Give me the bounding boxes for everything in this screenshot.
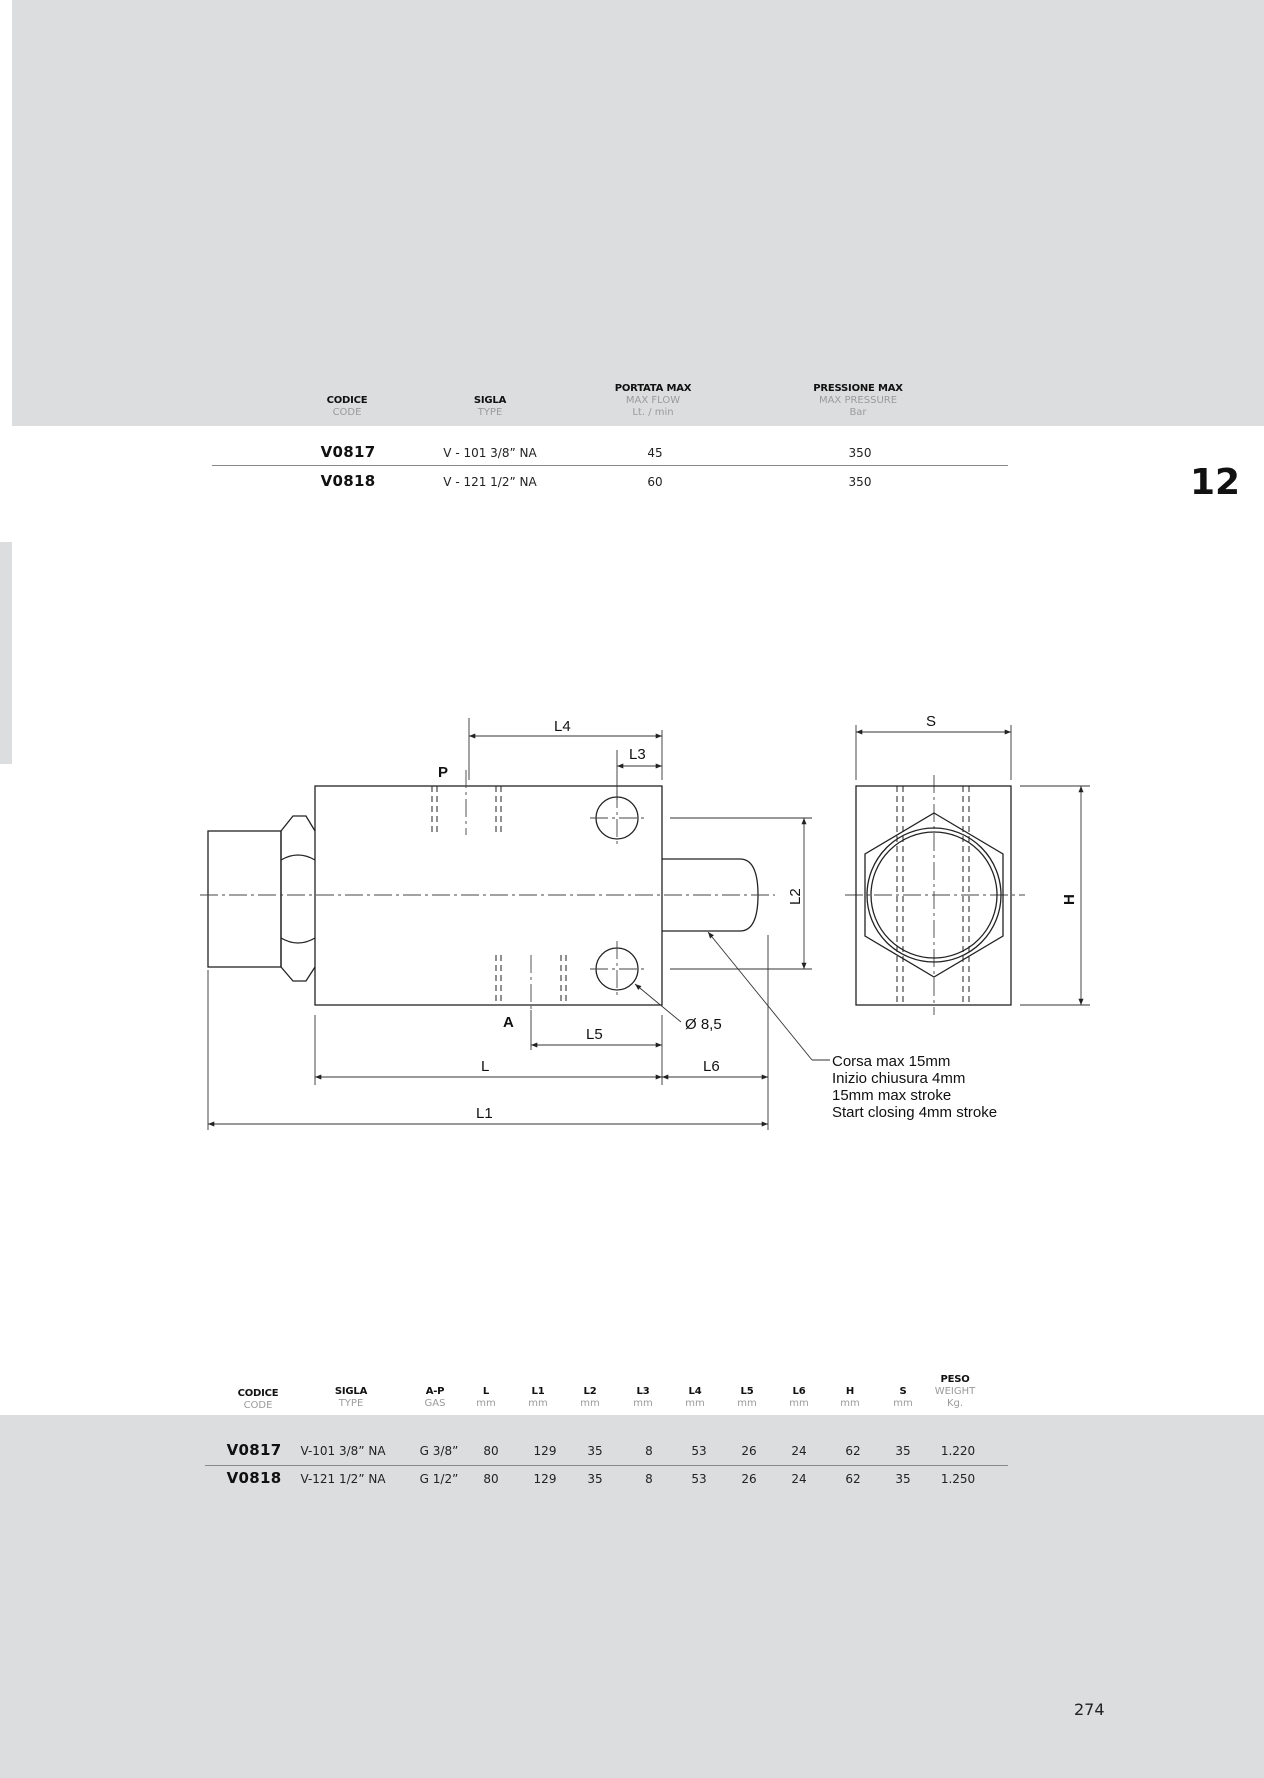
label-L4: L4 — [554, 718, 571, 735]
label-H: H — [1061, 894, 1078, 905]
t1-row1-type: V - 101 3/8” NA — [443, 446, 537, 460]
page-number: 274 — [1074, 1700, 1105, 1719]
t2-row2-H: 62 — [845, 1472, 861, 1486]
label-L2: L2 — [787, 888, 804, 905]
valve-body-front — [314, 785, 663, 1006]
t1-row2-type: V - 121 1/2” NA — [443, 475, 537, 489]
t2-header-code: CODICE CODE — [237, 1388, 279, 1411]
t2-row1-S: 35 — [895, 1444, 911, 1458]
t1-row1-code: V0817 — [320, 443, 376, 461]
label-S: S — [926, 713, 936, 730]
t1-row2-pressure: 350 — [848, 475, 872, 489]
label-L5: L5 — [586, 1026, 603, 1043]
t1-row1-pressure: 350 — [848, 446, 872, 460]
label-port-P: P — [438, 764, 448, 781]
t2-header-L4: L4 mm — [685, 1386, 705, 1409]
label-hole-diameter: Ø 8,5 — [685, 1016, 722, 1033]
t2-row2-L4: 53 — [691, 1472, 707, 1486]
label-port-A: A — [503, 1014, 514, 1031]
t2-row1-L1: 129 — [533, 1444, 557, 1458]
hex-nut-face-lines — [280, 854, 316, 944]
t2-row2-L5: 26 — [741, 1472, 757, 1486]
port-circle-inner — [870, 831, 998, 959]
stroke-note-line-3: 15mm max stroke — [832, 1087, 951, 1104]
t2-row2-L1: 129 — [533, 1472, 557, 1486]
t2-header-weight: PESO WEIGHT Kg. — [934, 1374, 976, 1409]
t2-row2-L2: 35 — [587, 1472, 603, 1486]
t2-header-H: H mm — [840, 1386, 860, 1409]
t2-row2-L3: 8 — [645, 1472, 653, 1486]
threaded-end-cap — [207, 830, 282, 968]
t1-row1-flow: 45 — [647, 446, 663, 460]
t2-header-type: SIGLA TYPE — [334, 1386, 368, 1409]
label-L: L — [481, 1058, 489, 1075]
t2-row1-L3: 8 — [645, 1444, 653, 1458]
t2-row-divider — [205, 1465, 1008, 1466]
label-L1: L1 — [476, 1105, 493, 1122]
label-L6: L6 — [703, 1058, 720, 1075]
hex-nut-profile — [280, 815, 316, 982]
t2-header-L3: L3 mm — [633, 1386, 653, 1409]
t2-row2-L: 80 — [483, 1472, 499, 1486]
t1-row2-flow: 60 — [647, 475, 663, 489]
t1-header-flow: PORTATA MAX MAX FLOW Lt. / min — [614, 383, 692, 418]
t2-row1-L4: 53 — [691, 1444, 707, 1458]
t2-header-L: L mm — [476, 1386, 496, 1409]
side-tab-strip — [0, 542, 12, 764]
t2-header-L5: L5 mm — [737, 1386, 757, 1409]
t2-row1-gas: G 3/8” — [419, 1444, 459, 1458]
valve-body-side — [855, 785, 1012, 1006]
chapter-number: 12 — [1190, 462, 1241, 503]
t2-row1-type: V-101 3/8” NA — [300, 1444, 386, 1458]
t2-row2-code: V0818 — [226, 1469, 282, 1487]
t2-row2-gas: G 1/2” — [419, 1472, 459, 1486]
t2-header-L1: L1 mm — [528, 1386, 548, 1409]
top-background-band — [12, 0, 1264, 426]
t2-row1-L2: 35 — [587, 1444, 603, 1458]
t2-row1-L5: 26 — [741, 1444, 757, 1458]
hex-profile-side — [864, 812, 1004, 978]
t2-header-L6: L6 mm — [789, 1386, 809, 1409]
port-circle-outer — [866, 827, 1002, 963]
stroke-note-line-1: Corsa max 15mm — [832, 1053, 950, 1070]
t2-row2-S: 35 — [895, 1472, 911, 1486]
stroke-note-line-4: Start closing 4mm stroke — [832, 1104, 997, 1121]
t1-row-divider — [212, 465, 1008, 466]
t2-header-gas: A-P GAS — [424, 1386, 446, 1409]
t2-row1-L: 80 — [483, 1444, 499, 1458]
t2-row1-weight: 1.220 — [940, 1444, 976, 1458]
technical-drawing: L4 L3 P A L5 L L6 L1 Ø 8,5 S L2 H Corsa … — [200, 713, 1090, 1130]
t1-header-code: CODICE CODE — [326, 395, 368, 418]
t2-row2-type: V-121 1/2” NA — [300, 1472, 386, 1486]
t1-header-pressure: PRESSIONE MAX MAX PRESSURE Bar — [813, 383, 903, 418]
t2-row2-weight: 1.250 — [940, 1472, 976, 1486]
t2-row2-L6: 24 — [791, 1472, 807, 1486]
t2-header-S: S mm — [893, 1386, 913, 1409]
t1-row2-code: V0818 — [320, 472, 376, 490]
bottom-background-band — [0, 1415, 1264, 1778]
stroke-note-line-2: Inizio chiusura 4mm — [832, 1070, 965, 1087]
label-L3: L3 — [629, 746, 646, 763]
t2-header-L2: L2 mm — [580, 1386, 600, 1409]
t2-row1-code: V0817 — [226, 1441, 282, 1459]
t2-row1-H: 62 — [845, 1444, 861, 1458]
t2-row1-L6: 24 — [791, 1444, 807, 1458]
t1-header-type: SIGLA TYPE — [473, 395, 507, 418]
